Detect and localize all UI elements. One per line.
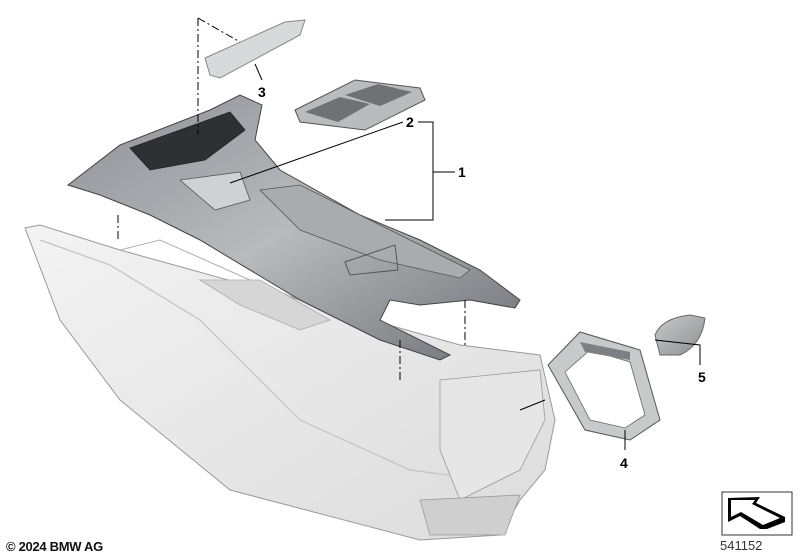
diagram-number: 541152 <box>720 538 763 553</box>
part-1-trim-panel[interactable] <box>66 94 521 361</box>
part-label-5: 5 <box>698 369 706 385</box>
copyright-text: © 2024 BMW AG <box>6 539 103 554</box>
part-2-cup-holder[interactable] <box>294 79 426 131</box>
part-label-1: 1 <box>458 164 466 180</box>
part-label-4: 4 <box>620 455 628 471</box>
part-4-frame[interactable] <box>547 331 661 441</box>
arrow-orientation-icon <box>721 491 793 536</box>
part-3-trim-strip[interactable] <box>204 19 306 79</box>
part-label-2: 2 <box>406 114 414 130</box>
part-label-3: 3 <box>258 84 266 100</box>
leader-lines <box>229 63 701 450</box>
assembly-lines <box>117 17 466 380</box>
part-5-cover[interactable] <box>654 314 706 356</box>
console-base <box>24 224 556 541</box>
